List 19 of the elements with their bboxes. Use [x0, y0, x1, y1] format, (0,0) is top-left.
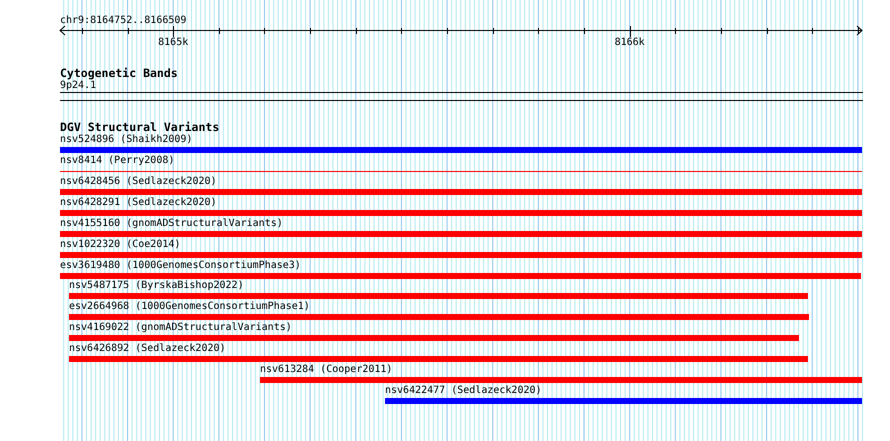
band-label: 9p24.1 — [60, 80, 96, 92]
feature-label: nsv524896 (Shaikh2009) — [60, 134, 192, 146]
feature-label: esv3619480 (1000GenomesConsortiumPhase3) — [60, 260, 301, 272]
feature-label: nsv6422477 (Sedlazeck2020) — [385, 385, 542, 397]
feature-label: nsv6428291 (Sedlazeck2020) — [60, 197, 217, 209]
feature-label: nsv1022320 (Coe2014) — [60, 239, 180, 251]
feature-label: nsv8414 (Perry2008) — [60, 155, 174, 167]
track-title: DGV Structural Variants — [60, 121, 220, 134]
feature-label: nsv5487175 (ByrskaBishop2022) — [69, 280, 244, 292]
feature-label: nsv6426892 (Sedlazeck2020) — [69, 343, 226, 355]
feature-label: nsv4169022 (gnomADStructuralVariants) — [69, 322, 292, 334]
feature-label: nsv6428456 (Sedlazeck2020) — [60, 176, 217, 188]
track-title: Cytogenetic Bands — [60, 67, 178, 80]
feature-label: nsv613284 (Cooper2011) — [260, 364, 392, 376]
location-label: chr9:8164752..8166509 — [60, 15, 186, 27]
tick-label: 8165k — [158, 37, 188, 49]
tick-label: 8166k — [614, 37, 645, 49]
feature-label: nsv4155160 (gnomADStructuralVariants) — [60, 218, 283, 230]
feature-label: esv2664968 (1000GenomesConsortiumPhase1) — [69, 301, 310, 313]
